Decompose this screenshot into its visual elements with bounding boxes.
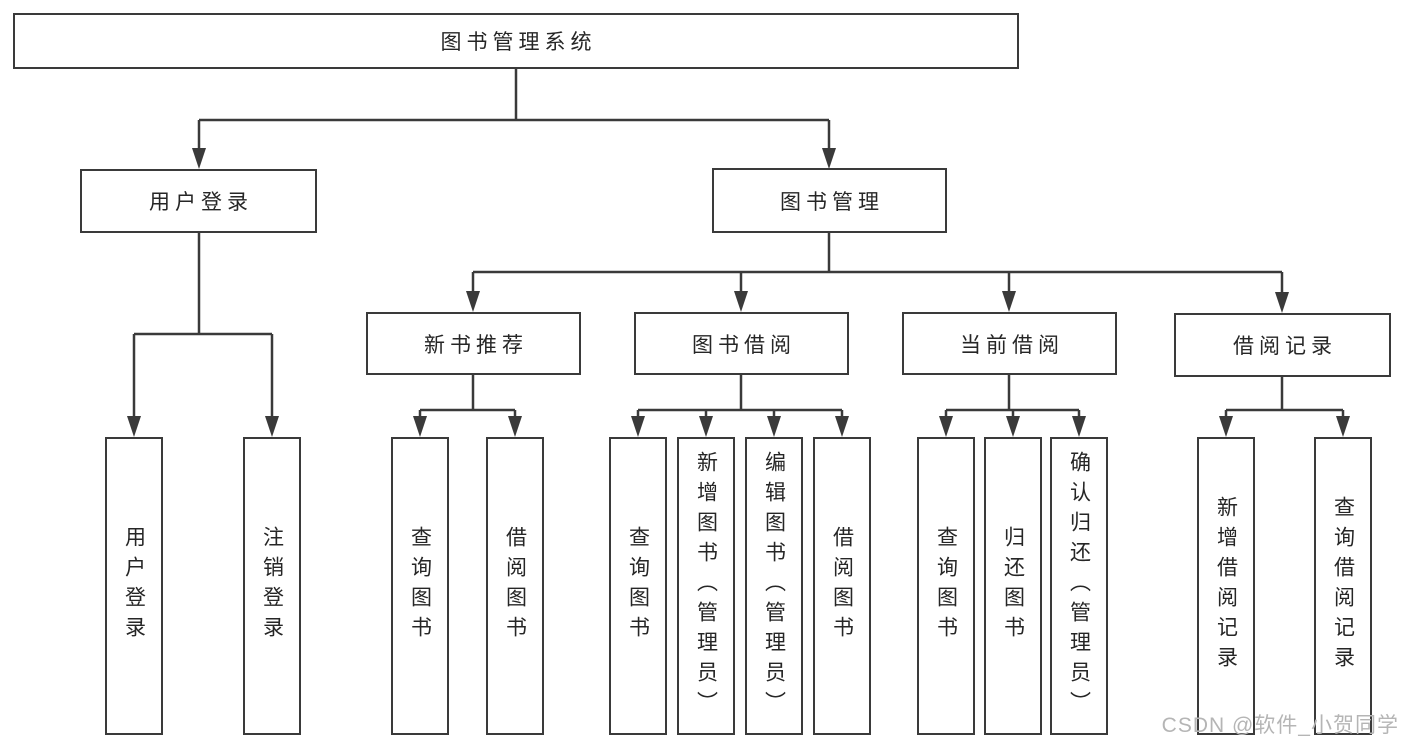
node-label: 图书管理系统 <box>440 31 597 54</box>
leaf-query-books-current: 查询图书 <box>917 437 975 735</box>
node-label: 新增图书（管理员） <box>694 451 718 721</box>
node-label: 查询借阅记录 <box>1331 496 1355 676</box>
leaf-borrow-books-recommend: 借阅图书 <box>486 437 544 735</box>
node-label: 查询图书 <box>408 526 432 646</box>
node-label: 当前借阅 <box>960 333 1064 357</box>
leaf-query-borrow-record: 查询借阅记录 <box>1314 437 1372 735</box>
node-borrow-records: 借阅记录 <box>1174 313 1391 377</box>
node-new-book-recommend: 新书推荐 <box>366 312 581 375</box>
node-label: 借阅图书 <box>830 526 854 646</box>
node-label: 用户登录 <box>149 191 253 214</box>
leaf-add-book-admin: 新增图书（管理员） <box>677 437 735 735</box>
tree-edges <box>132 69 1345 420</box>
leaf-edit-book-admin: 编辑图书（管理员） <box>745 437 803 735</box>
node-label: 图书管理 <box>780 190 884 214</box>
node-label: 新增借阅记录 <box>1214 496 1238 676</box>
node-current-borrowing: 当前借阅 <box>902 312 1117 375</box>
arrowheads <box>127 148 1350 437</box>
node-user-login-branch: 用户登录 <box>80 169 317 233</box>
node-label: 查询图书 <box>934 526 958 646</box>
node-label: 新书推荐 <box>424 333 528 357</box>
node-label: 借阅记录 <box>1233 335 1337 358</box>
node-library-system: 图书管理系统 <box>13 13 1019 69</box>
watermark: CSDN @软件_小贺同学 <box>1161 714 1399 737</box>
node-label: 借阅图书 <box>503 526 527 646</box>
node-label: 归还图书 <box>1001 526 1025 646</box>
leaf-confirm-return-admin: 确认归还（管理员） <box>1050 437 1108 735</box>
leaf-query-books-borrowing: 查询图书 <box>609 437 667 735</box>
leaf-logout: 注销登录 <box>243 437 301 735</box>
node-book-management: 图书管理 <box>712 168 947 233</box>
leaf-borrow-books-borrowing: 借阅图书 <box>813 437 871 735</box>
node-label: 确认归还（管理员） <box>1067 451 1091 721</box>
node-label: 用户登录 <box>122 526 146 646</box>
node-book-borrowing: 图书借阅 <box>634 312 849 375</box>
leaf-add-borrow-record: 新增借阅记录 <box>1197 437 1255 735</box>
leaf-return-book: 归还图书 <box>984 437 1042 735</box>
node-label: 图书借阅 <box>692 333 796 357</box>
leaf-query-books-recommend: 查询图书 <box>391 437 449 735</box>
node-label: 编辑图书（管理员） <box>762 451 786 721</box>
node-label: 注销登录 <box>260 526 284 646</box>
leaf-user-login: 用户登录 <box>105 437 163 735</box>
node-label: 查询图书 <box>626 526 650 646</box>
